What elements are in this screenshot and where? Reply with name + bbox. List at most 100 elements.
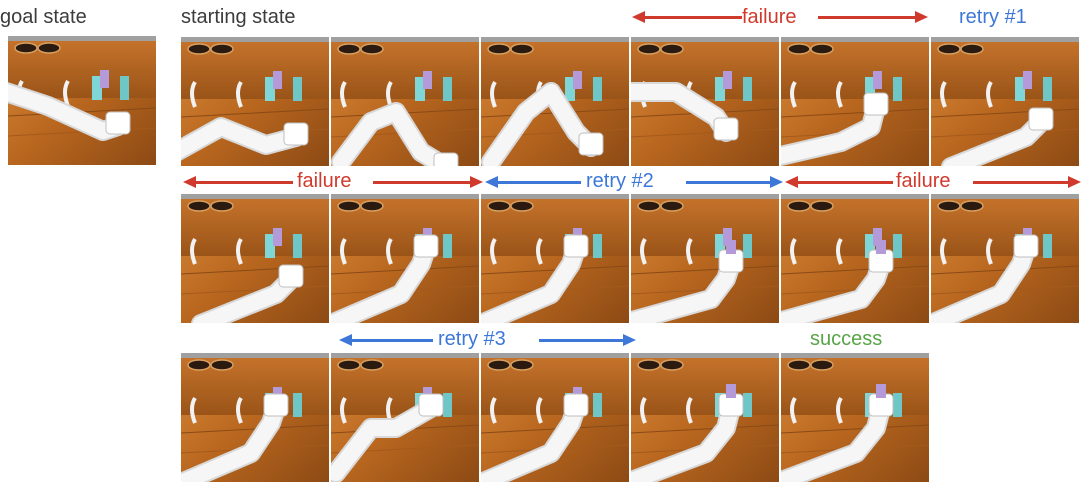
robot-gripper xyxy=(413,234,439,258)
cyan-block xyxy=(865,234,875,258)
robot-gripper xyxy=(863,92,889,116)
trajectory-frame xyxy=(181,37,329,166)
top-edge xyxy=(331,194,479,199)
cyan-block-2 xyxy=(1043,77,1052,101)
failure-label-2: failure xyxy=(297,170,352,192)
trajectory-frame xyxy=(631,353,779,482)
hole-right xyxy=(210,359,234,371)
top-edge xyxy=(931,37,1079,42)
hook-mid xyxy=(686,237,693,265)
cyan-block-2 xyxy=(293,393,302,417)
purple-block xyxy=(873,71,882,89)
cyan-block-2 xyxy=(743,77,752,101)
hook-mid xyxy=(986,237,993,265)
robot-gripper xyxy=(563,393,589,417)
cyan-block-2 xyxy=(293,77,302,101)
wood-grain xyxy=(781,108,929,118)
hook-mid xyxy=(836,396,843,424)
cyan-block xyxy=(565,77,575,101)
cyan-block xyxy=(1015,77,1025,101)
robot-gripper xyxy=(578,132,604,156)
hole-left xyxy=(787,200,811,212)
cyan-block xyxy=(865,77,875,101)
top-edge xyxy=(181,353,329,358)
hook-left xyxy=(640,396,647,424)
hook-mid xyxy=(836,80,843,108)
held-block xyxy=(726,384,736,398)
hook-left xyxy=(340,80,347,108)
hole-right xyxy=(360,359,384,371)
wood-grain xyxy=(631,265,779,275)
hole-right xyxy=(660,200,684,212)
hole-right xyxy=(210,43,234,55)
trajectory-frame xyxy=(331,353,479,482)
hook-left xyxy=(790,396,797,424)
hook-left xyxy=(490,396,497,424)
robot-gripper xyxy=(418,393,444,417)
robot-gripper xyxy=(563,234,589,258)
hole-left xyxy=(937,200,961,212)
cyan-block-2 xyxy=(743,234,752,258)
wood-grain xyxy=(931,108,1079,118)
hole-right xyxy=(37,42,61,54)
hole-right xyxy=(810,359,834,371)
cyan-block-2 xyxy=(1043,234,1052,258)
hole-left xyxy=(487,43,511,55)
hook-mid xyxy=(386,237,393,265)
failure-arrow-2 xyxy=(183,176,483,188)
hole-left xyxy=(637,43,661,55)
hole-right xyxy=(510,43,534,55)
robot-gripper xyxy=(263,393,289,417)
robot-gripper xyxy=(1013,234,1039,258)
hole-right xyxy=(960,200,984,212)
cyan-block-2 xyxy=(893,393,902,417)
trajectory-frame xyxy=(481,194,629,323)
cyan-block-2 xyxy=(893,234,902,258)
retry-3-arrow xyxy=(339,334,636,346)
cyan-block-2 xyxy=(443,77,452,101)
top-edge xyxy=(631,194,779,199)
top-edge xyxy=(481,37,629,42)
retry-2-label: retry #2 xyxy=(586,170,654,192)
hole-left xyxy=(637,200,661,212)
held-block xyxy=(876,384,886,398)
hook-mid xyxy=(836,237,843,265)
hole-right xyxy=(810,43,834,55)
hook-mid xyxy=(236,396,243,424)
cyan-block xyxy=(415,77,425,101)
retry-2-arrow xyxy=(485,176,783,188)
hole-right xyxy=(510,200,534,212)
hook-mid xyxy=(63,79,70,107)
robot-arm xyxy=(781,99,884,165)
hole-left xyxy=(337,43,361,55)
hole-left xyxy=(337,359,361,371)
trajectory-frame xyxy=(781,37,929,166)
hook-left xyxy=(940,237,947,265)
robot-gripper xyxy=(278,264,304,288)
hook-mid xyxy=(536,396,543,424)
wood-grain xyxy=(631,285,779,295)
hook-mid xyxy=(536,237,543,265)
failure-arrow-1 xyxy=(632,11,928,23)
robot-arm xyxy=(781,400,889,482)
cyan-block-2 xyxy=(893,77,902,101)
cyan-block-2 xyxy=(593,77,602,101)
purple-block xyxy=(723,228,732,246)
failure-label-1: failure xyxy=(742,6,797,28)
trajectory-frame xyxy=(631,194,779,323)
hook-left xyxy=(190,396,197,424)
top-edge xyxy=(931,194,1079,199)
top-edge xyxy=(781,194,929,199)
hook-left xyxy=(640,237,647,265)
hook-left xyxy=(340,396,347,424)
hole-left xyxy=(937,43,961,55)
hole-right xyxy=(810,200,834,212)
cyan-block xyxy=(92,76,102,100)
purple-block xyxy=(573,71,582,89)
robot-arm xyxy=(631,400,739,482)
hole-right xyxy=(360,200,384,212)
trajectory-frame xyxy=(631,37,779,166)
hole-left xyxy=(787,359,811,371)
purple-block xyxy=(873,228,882,246)
top-edge xyxy=(631,37,779,42)
